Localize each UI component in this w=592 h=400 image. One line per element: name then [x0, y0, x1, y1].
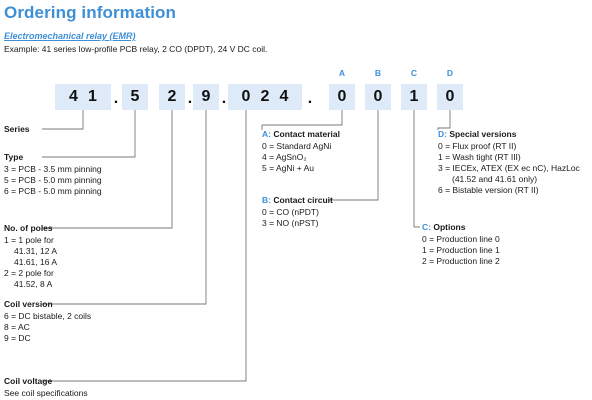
contact-material-option: 4 = AgSnO₂ [262, 152, 307, 162]
coil-voltage-title: Coil voltage [4, 376, 53, 386]
code-digit: 1 [409, 88, 419, 105]
code-digit: 5 [130, 88, 140, 105]
code-box-coil-version: 9 [193, 84, 219, 110]
coil-version-option: 9 = DC [4, 333, 31, 343]
code-box-c: 1 [401, 84, 427, 110]
code-digit: 0 [445, 88, 455, 105]
type-title: Type [4, 152, 24, 162]
options-key: C: [422, 222, 431, 232]
code-box-type: 5 [122, 84, 148, 110]
series-title: Series [4, 124, 30, 134]
code-digit: 0 [373, 88, 383, 105]
contact-material-title: Contact material [273, 129, 340, 139]
example-description: Example: 41 series low-profile PCB relay… [4, 44, 268, 54]
coil-voltage-note: See coil specifications [4, 388, 88, 398]
code-letter-d: D [446, 68, 454, 78]
code-digit: 4 [279, 88, 289, 105]
special-versions-option: 1 = Wash tight (RT III) [438, 152, 521, 162]
code-letter-b: B [374, 68, 382, 78]
coil-version-option: 6 = DC bistable, 2 coils [4, 311, 92, 321]
code-separator: . [187, 90, 193, 107]
options-option: 1 = Production line 1 [422, 245, 500, 255]
code-digit: 0 [241, 88, 251, 105]
contact-circuit-heading: B: Contact circuit [262, 195, 333, 206]
connector-poles [42, 110, 173, 229]
code-box-series: 4 1 [55, 84, 111, 110]
connector-coil-voltage [42, 110, 247, 382]
options-heading: C: Options [422, 222, 465, 233]
contact-material-option: 5 = AgNi + Au [262, 163, 314, 173]
section-subtitle-link[interactable]: Electromechanical relay (EMR) [4, 31, 136, 41]
poles-option: 2 = 2 pole for [4, 268, 54, 278]
code-separator: . [113, 90, 119, 107]
options-option: 0 = Production line 0 [422, 234, 500, 244]
special-versions-option: 0 = Flux proof (RT II) [438, 141, 517, 151]
code-digit: 2 [167, 88, 177, 105]
code-digit: 1 [88, 88, 97, 105]
contact-circuit-option: 0 = CO (nPDT) [262, 207, 319, 217]
special-versions-option: 6 = Bistable version (RT II) [438, 185, 539, 195]
special-versions-option: 3 = IECEx, ATEX (EX ec nC), HazLoc [438, 163, 580, 173]
type-option: 5 = PCB - 5.0 mm pinning [4, 175, 102, 185]
code-box-a: 0 [329, 84, 355, 110]
poles-title: No. of poles [4, 223, 53, 233]
code-digit: 0 [337, 88, 347, 105]
coil-version-title: Coil version [4, 299, 53, 309]
special-versions-title: Special versions [449, 129, 517, 139]
code-digit: 2 [260, 88, 270, 105]
poles-option: 41.31, 12 A [14, 246, 58, 256]
type-option: 6 = PCB - 5.0 mm pinning [4, 186, 102, 196]
code-box-d: 0 [437, 84, 463, 110]
code-letter-c: C [410, 68, 418, 78]
contact-material-key: A: [262, 129, 271, 139]
special-versions-heading: D: Special versions [438, 129, 516, 140]
contact-circuit-option: 3 = NO (nPST) [262, 218, 319, 228]
connector-c [413, 110, 420, 228]
connector-b [328, 110, 379, 201]
type-option: 3 = PCB - 3.5 mm pinning [4, 164, 102, 174]
connector-type [42, 110, 136, 158]
poles-option: 41.52, 8 A [14, 279, 53, 289]
code-box-b: 0 [365, 84, 391, 110]
poles-option: 41.61, 16 A [14, 257, 58, 267]
code-box-coil-voltage: 0 2 4 [228, 84, 302, 110]
connector-a [261, 110, 343, 130]
contact-circuit-key: B: [262, 195, 271, 205]
coil-version-option: 8 = AC [4, 322, 30, 332]
code-box-poles: 2 [159, 84, 185, 110]
contact-material-heading: A: Contact material [262, 129, 340, 140]
connector-d [437, 110, 451, 130]
contact-material-option: 0 = Standard AgNi [262, 141, 332, 151]
options-title: Options [433, 222, 466, 232]
code-digit: 9 [201, 88, 211, 105]
code-digit: 4 [69, 88, 78, 105]
connector-series [42, 110, 84, 130]
connector-coil-version [42, 110, 207, 305]
code-separator: . [221, 90, 227, 107]
code-letter-a: A [338, 68, 346, 78]
poles-option: 1 = 1 pole for [4, 235, 54, 245]
page-title: Ordering information [4, 3, 176, 22]
contact-circuit-title: Contact circuit [273, 195, 333, 205]
options-option: 2 = Production line 2 [422, 256, 500, 266]
special-versions-key: D: [438, 129, 447, 139]
special-versions-option: (41.52 and 41.61 only) [452, 174, 538, 184]
code-separator: . [307, 90, 313, 107]
